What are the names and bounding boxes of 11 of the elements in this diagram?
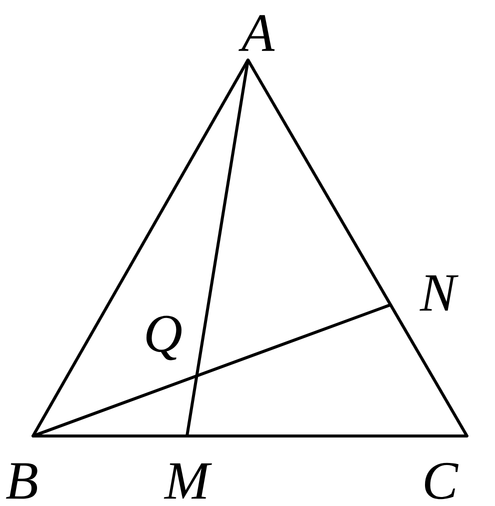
line-segment: [32, 304, 392, 438]
point-label: A: [238, 15, 275, 51]
point-label: Q: [146, 316, 182, 360]
line-segment: [32, 58, 250, 438]
point-label: M: [164, 463, 212, 499]
line-segment: [186, 58, 250, 438]
point-label: N: [420, 275, 458, 311]
line-segment: [246, 58, 468, 438]
point-label: C: [425, 462, 458, 500]
point-label: B: [6, 463, 38, 499]
line-segment: [32, 434, 468, 438]
